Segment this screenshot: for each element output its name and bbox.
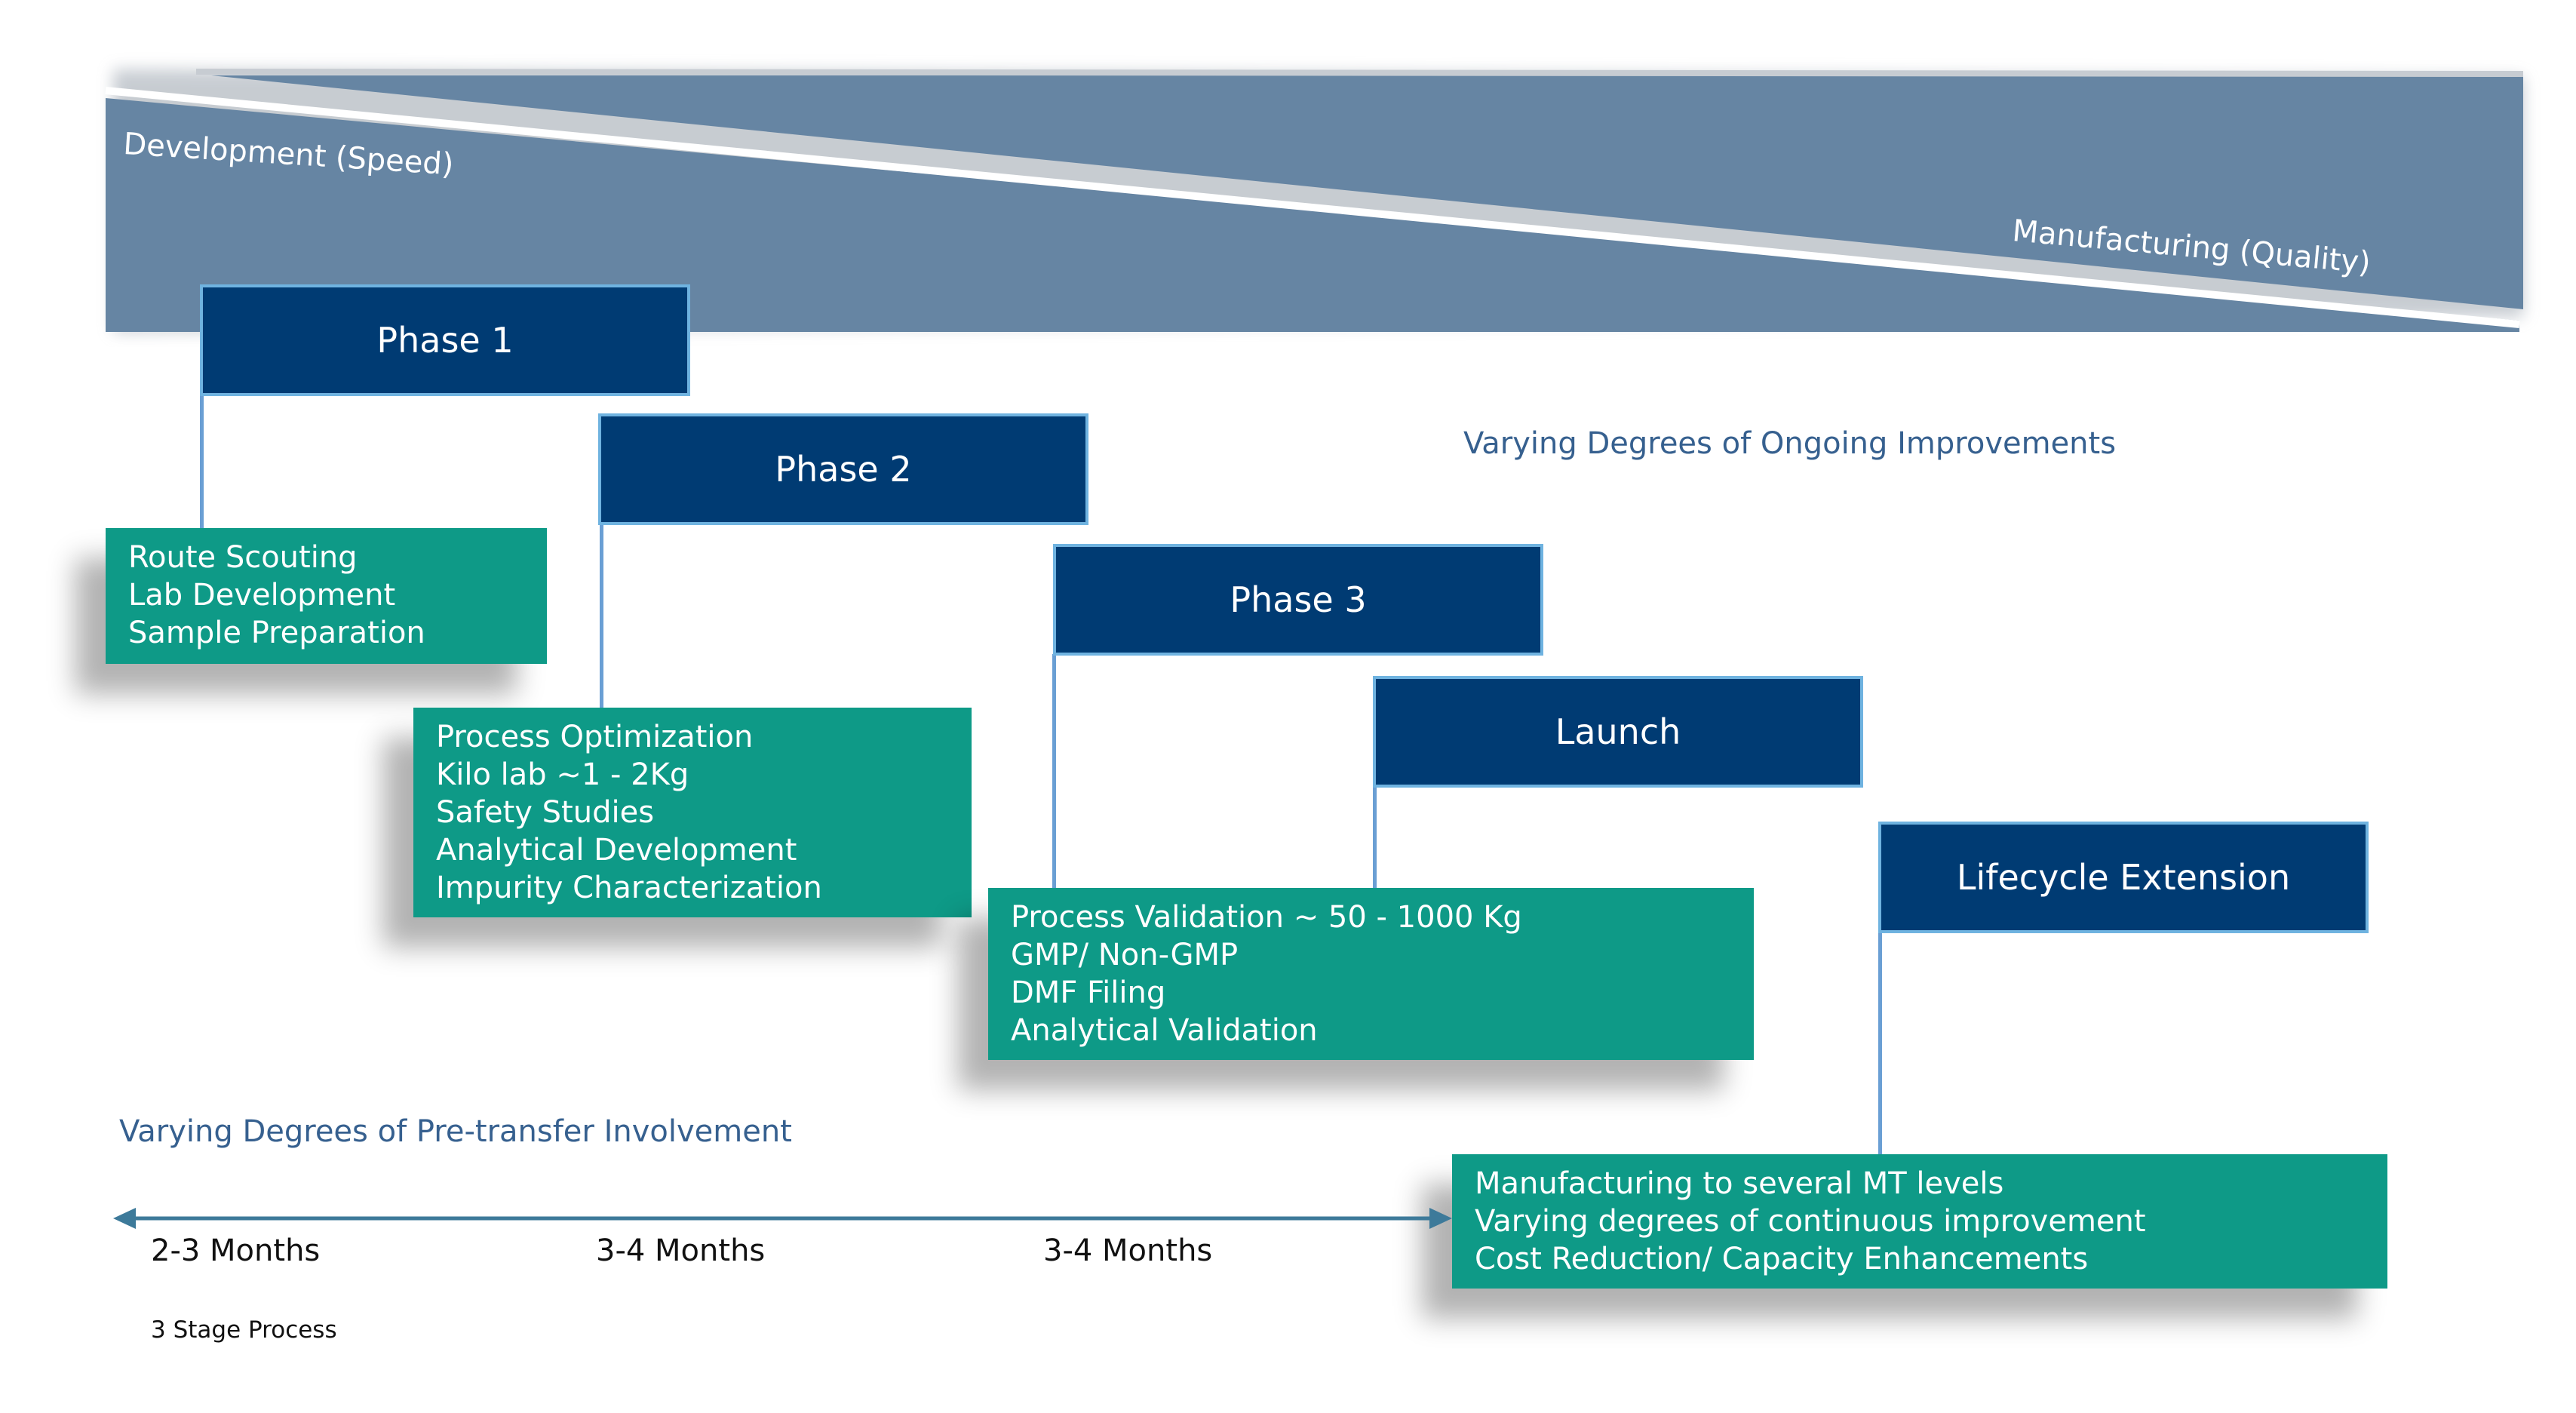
activity-item: Impurity Characterization <box>436 871 822 905</box>
ongoing-improvements-note: Varying Degrees of Ongoing Improvements <box>1463 426 2117 461</box>
activity-item: Varying degrees of continuous improvemen… <box>1475 1204 2146 1239</box>
manufacturing-band <box>211 75 2523 309</box>
phase-1-box: Phase 1 <box>200 284 690 396</box>
activity-item: Process Validation ~ 50 - 1000 Kg <box>1011 900 1522 935</box>
phase-3-box: Phase 3 <box>1053 544 1543 656</box>
activity-item: Route Scouting <box>128 540 358 575</box>
activity-item: GMP/ Non-GMP <box>1011 938 1239 972</box>
timeline-arrow <box>113 1208 1452 1229</box>
phase1-connector <box>200 394 204 530</box>
duration-stage-2: 3-4 Months <box>596 1233 766 1268</box>
phase1-activities: Route Scouting Lab Development Sample Pr… <box>106 528 547 664</box>
lifecycle-extension-box: Lifecycle Extension <box>1878 822 2369 933</box>
activity-item: Lab Development <box>128 578 396 613</box>
activity-item: Safety Studies <box>436 795 655 830</box>
activity-item: Manufacturing to several MT levels <box>1475 1166 2004 1201</box>
lifecycle-activities: Manufacturing to several MT levels Varyi… <box>1452 1154 2387 1289</box>
development-manufacturing-band <box>105 69 2524 332</box>
activity-item: Process Optimization <box>436 720 754 754</box>
pretransfer-involvement-note: Varying Degrees of Pre-transfer Involvem… <box>119 1114 792 1149</box>
activity-item: Analytical Validation <box>1011 1013 1318 1048</box>
phase-2-box: Phase 2 <box>598 413 1088 525</box>
activity-item: Sample Preparation <box>128 616 425 650</box>
launch-box: Launch <box>1373 676 1863 788</box>
phase3-activities: Process Validation ~ 50 - 1000 Kg GMP/ N… <box>988 888 1754 1060</box>
phase2-activities: Process Optimization Kilo lab ~1 - 2Kg S… <box>413 708 972 917</box>
activity-item: Analytical Development <box>436 833 797 868</box>
activity-item: Kilo lab ~1 - 2Kg <box>436 757 689 792</box>
duration-stage-3: 3-4 Months <box>1043 1233 1213 1268</box>
lifecycle-connector <box>1878 932 1882 1158</box>
launch-connector <box>1373 786 1377 895</box>
activity-item: DMF Filing <box>1011 975 1166 1010</box>
development-band <box>106 98 2519 332</box>
duration-stage-1: 2-3 Months <box>151 1233 321 1268</box>
activity-item: Cost Reduction/ Capacity Enhancements <box>1475 1242 2089 1276</box>
phase2-connector <box>600 522 603 711</box>
phase3-connector <box>1052 654 1056 895</box>
stage-process-caption: 3 Stage Process <box>151 1316 337 1344</box>
